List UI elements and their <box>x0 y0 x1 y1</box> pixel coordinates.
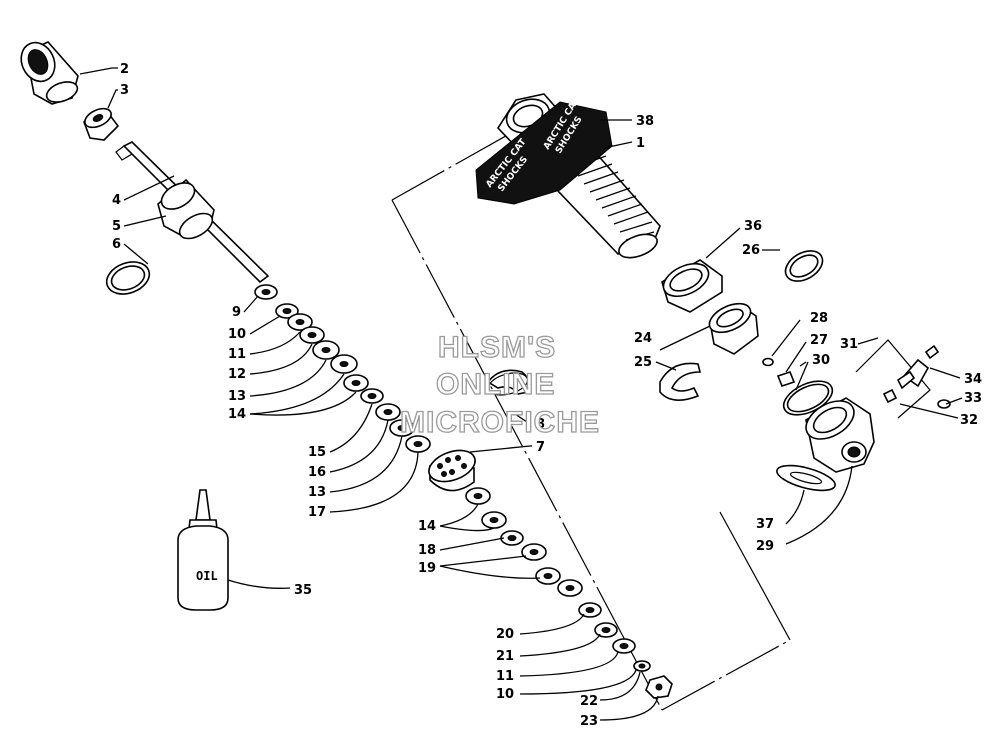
callout-14-upper: 14 <box>228 407 246 422</box>
watermark-line-3: MICROFICHE <box>400 406 600 439</box>
watermark: HLSM'S ONLINE MICROFICHE <box>399 330 600 439</box>
callout-36: 36 <box>744 219 762 234</box>
shim-stack-upper <box>254 284 431 453</box>
callout-23: 23 <box>580 714 598 729</box>
callout-11-upper: 11 <box>228 347 246 362</box>
watermark-line-1: HLSM'S <box>438 331 556 364</box>
callout-37: 37 <box>756 517 774 532</box>
callout-20: 20 <box>496 627 514 642</box>
callout-15: 15 <box>308 445 326 460</box>
callout-28: 28 <box>810 311 828 326</box>
part-29-end-cap <box>805 397 875 473</box>
callout-25: 25 <box>634 355 652 370</box>
assembly-bracket <box>391 127 791 711</box>
part-31-fitting-group <box>855 339 951 419</box>
callout-13-lower: 13 <box>308 485 326 500</box>
callout-8: 8 <box>536 417 545 432</box>
callout-21: 21 <box>496 649 514 664</box>
callout-4: 4 <box>112 193 121 208</box>
callout-19: 19 <box>418 561 436 576</box>
callout-5: 5 <box>112 219 121 234</box>
part-37-plate <box>776 464 836 492</box>
shim-stack-lower <box>465 487 673 699</box>
callout-22: 22 <box>580 694 598 709</box>
callout-13-upper: 13 <box>228 389 246 404</box>
callout-29: 29 <box>756 539 774 554</box>
callout-17: 17 <box>308 505 326 520</box>
callout-numbers: 2 3 4 5 6 9 10 11 12 13 14 15 16 13 17 7… <box>112 62 982 729</box>
callout-1: 1 <box>636 136 645 151</box>
oil-bottle-label: OIL <box>196 569 218 583</box>
callout-31: 31 <box>840 337 858 352</box>
callout-26: 26 <box>742 243 760 258</box>
callout-27: 27 <box>810 333 828 348</box>
callout-30: 30 <box>812 353 830 368</box>
part-3-bumper <box>83 107 120 141</box>
callout-9: 9 <box>232 305 241 320</box>
callout-33: 33 <box>964 391 982 406</box>
part-24-lock-ring <box>708 302 759 355</box>
part-7-piston <box>428 449 476 492</box>
part-2-eyelet <box>20 41 79 105</box>
part-25-snap-ring <box>659 362 702 401</box>
callout-6: 6 <box>112 237 121 252</box>
part-35-oil-bottle: OIL <box>177 489 229 611</box>
part-28-small-o-ring <box>762 357 774 367</box>
part-8-piston-ring <box>486 369 530 396</box>
callout-35: 35 <box>294 583 312 598</box>
callout-34: 34 <box>964 372 982 387</box>
callout-11-lower: 11 <box>496 669 514 684</box>
watermark-line-2: ONLINE <box>436 368 555 401</box>
callout-18: 18 <box>418 543 436 558</box>
callout-38: 38 <box>636 114 654 129</box>
part-38-decal: ARCTIC CAT SHOCKS ARCTIC CAT SHOCKS <box>475 96 613 205</box>
callout-3: 3 <box>120 83 129 98</box>
callout-7: 7 <box>536 440 545 455</box>
part-6-o-ring <box>105 261 151 295</box>
callout-10-lower: 10 <box>496 687 514 702</box>
callout-12: 12 <box>228 367 246 382</box>
part-36-adjuster-collar <box>661 259 723 313</box>
callout-2: 2 <box>120 62 129 77</box>
part-5-seal-head <box>157 178 215 240</box>
part-26-o-ring <box>784 250 824 282</box>
callout-14-lower: 14 <box>418 519 436 534</box>
callout-24: 24 <box>634 331 652 346</box>
callout-10-upper: 10 <box>228 327 246 342</box>
callout-16: 16 <box>308 465 326 480</box>
callout-32: 32 <box>960 413 978 428</box>
part-27-valve <box>776 371 796 387</box>
leader-lines <box>79 67 963 721</box>
